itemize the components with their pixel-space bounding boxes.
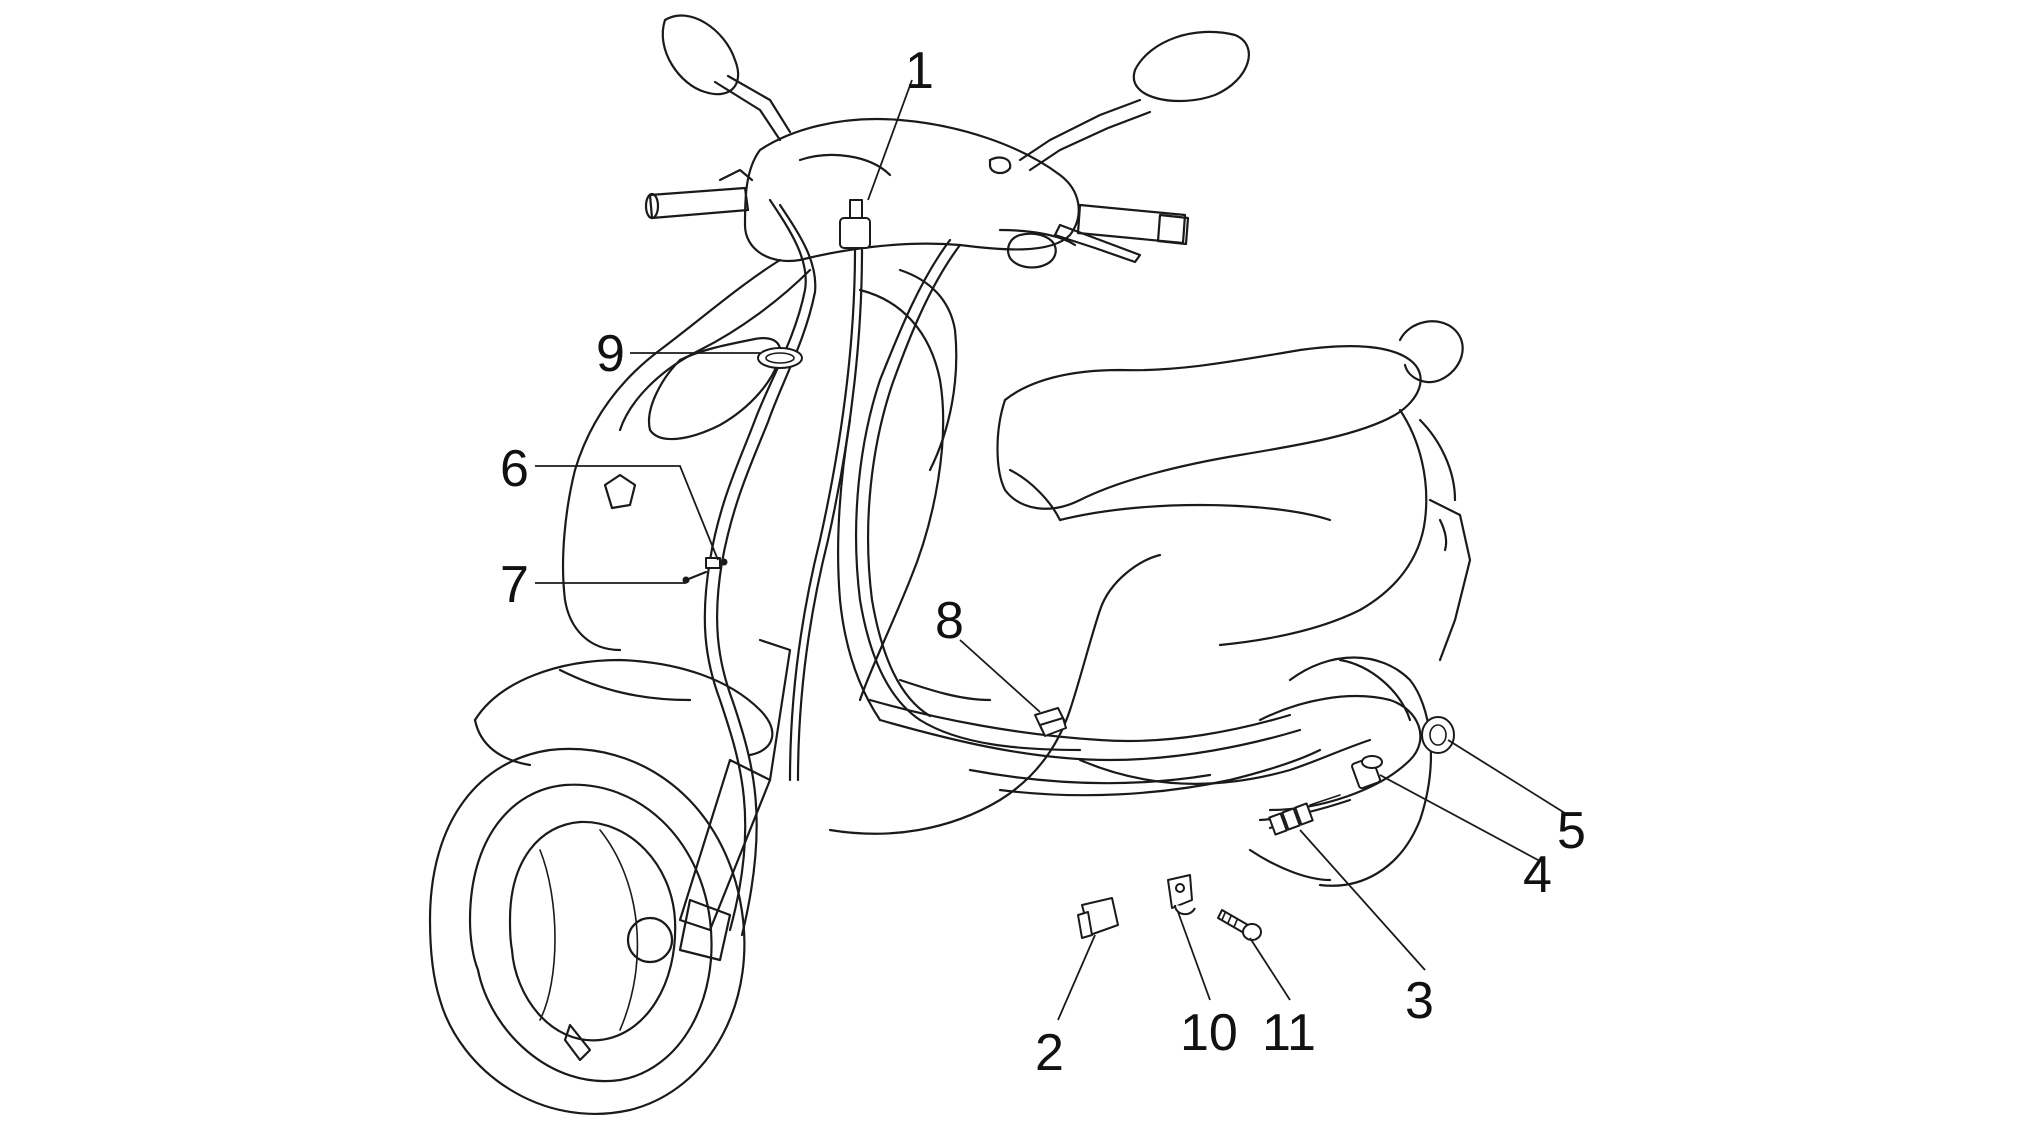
leader-6 bbox=[535, 465, 719, 561]
callout-9: 9 bbox=[596, 325, 625, 383]
leader-4 bbox=[1379, 774, 1539, 861]
leader-10 bbox=[1177, 911, 1211, 1001]
left-grip bbox=[644, 168, 754, 220]
part-2-rubber-boot bbox=[1077, 897, 1119, 939]
leader-3 bbox=[1299, 829, 1426, 971]
leader-1 bbox=[867, 79, 913, 201]
right-mirror bbox=[1018, 30, 1250, 172]
leader-2 bbox=[1057, 934, 1096, 1021]
rear-wheel-engine bbox=[1248, 656, 1433, 887]
right-grip bbox=[1006, 203, 1190, 269]
part-4-pin bbox=[1351, 755, 1383, 790]
seat bbox=[996, 320, 1464, 522]
scooter-illustration bbox=[428, 14, 1472, 1115]
front-fork bbox=[678, 638, 792, 962]
floorboard bbox=[868, 698, 1322, 797]
front-fender bbox=[473, 658, 774, 767]
callout-3: 3 bbox=[1405, 972, 1434, 1030]
callout-8: 8 bbox=[935, 592, 964, 650]
front-wheel bbox=[428, 747, 746, 1115]
cable-routing bbox=[703, 198, 1372, 937]
rear-body bbox=[1058, 408, 1472, 662]
callout-4: 4 bbox=[1523, 846, 1552, 904]
part-11-bolt bbox=[1217, 909, 1262, 941]
part-8-cable-guide bbox=[1034, 707, 1067, 737]
callout-6: 6 bbox=[500, 440, 529, 498]
part-9-cable-clip bbox=[757, 347, 803, 369]
front-shield bbox=[561, 258, 958, 652]
part-3-spring-adjuster bbox=[1268, 794, 1341, 836]
leg-shield bbox=[836, 288, 992, 722]
callouts: 1 9 6 7 8 2 10 11 3 4 5 bbox=[500, 42, 1586, 1082]
callout-1: 1 bbox=[905, 42, 934, 100]
leader-11 bbox=[1249, 937, 1291, 1001]
part-5-grommet bbox=[1421, 716, 1455, 754]
left-mirror bbox=[661, 14, 792, 142]
leader-5 bbox=[1447, 739, 1569, 816]
leader-lines bbox=[535, 79, 1569, 1021]
part-7-screw bbox=[682, 570, 708, 584]
callout-2: 2 bbox=[1035, 1024, 1064, 1082]
callout-11: 11 bbox=[1262, 1004, 1316, 1062]
callout-10: 10 bbox=[1180, 1004, 1238, 1062]
leader-8 bbox=[959, 639, 1041, 713]
callout-7: 7 bbox=[500, 556, 529, 614]
part-1-cable-junction bbox=[839, 199, 871, 249]
part-6-clip bbox=[705, 557, 728, 569]
handlebar-headset bbox=[743, 117, 1080, 263]
part-10-bracket bbox=[1167, 874, 1196, 916]
callout-5: 5 bbox=[1557, 802, 1586, 860]
